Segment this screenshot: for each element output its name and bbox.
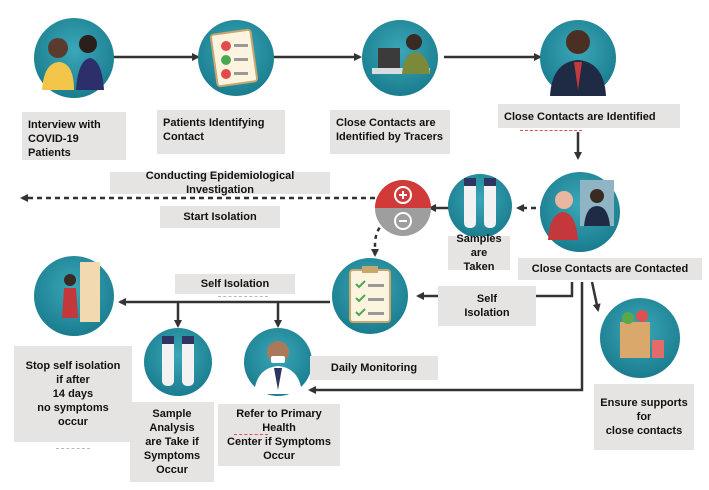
arrow-contacted-to-refer: [308, 282, 584, 394]
label-self-isolation-middle: Self Isolation: [438, 286, 536, 326]
tracer-at-desk-icon: [362, 20, 438, 96]
stop-isolation-underline: [56, 448, 90, 449]
test-tubes-icon: [448, 174, 512, 238]
label-stop-self-isolation: Stop self isolation if after 14 days no …: [14, 346, 132, 442]
contact-person-icon: [540, 20, 616, 96]
label-epidemiological-investigation: Conducting Epidemiological Investigation: [110, 170, 330, 196]
sample-tubes-icon: [144, 328, 212, 396]
label-close-contacts-contacted: Close Contacts are Contacted: [518, 258, 702, 280]
label-sample-analysis: Sample Analysis are Take if Symptoms Occ…: [130, 402, 214, 482]
open-door-icon: [34, 256, 114, 336]
label-start-isolation: Start Isolation: [160, 206, 280, 228]
monitoring-clipboard-icon: [332, 258, 408, 334]
self-isolation-underline: [218, 296, 268, 297]
label-close-contacts-identified: Close Contacts are Identified: [498, 104, 680, 128]
connectors: [20, 53, 601, 394]
label-ensure-supports: Ensure supports for close contacts: [594, 384, 694, 450]
label-self-isolation-top: Self Isolation: [175, 274, 295, 294]
patient-interview-icon: [34, 18, 114, 98]
label-patients-identifying: Patients Identifying Contact: [157, 110, 285, 154]
label-samples-taken: Samples are Taken: [448, 233, 510, 273]
arrow-contacted-to-supports: [590, 281, 601, 312]
refer-underline: [234, 434, 268, 435]
plus-minus-test-icon: [375, 180, 431, 236]
label-daily-monitoring: Daily Monitoring: [310, 356, 438, 380]
clipboard-checklist-icon: [198, 20, 274, 96]
label-refer-primary-health: Refer to Primary Health Center if Sympto…: [218, 404, 340, 466]
grocery-supplies-icon: [600, 298, 680, 378]
identified-underline: [520, 130, 582, 131]
label-identified-by-tracers: Close Contacts are Identified by Tracers: [330, 110, 450, 154]
doctor-icon: [244, 328, 312, 396]
label-interview: Interview with COVID-19 Patients: [22, 112, 126, 160]
video-call-icon: [540, 172, 620, 252]
